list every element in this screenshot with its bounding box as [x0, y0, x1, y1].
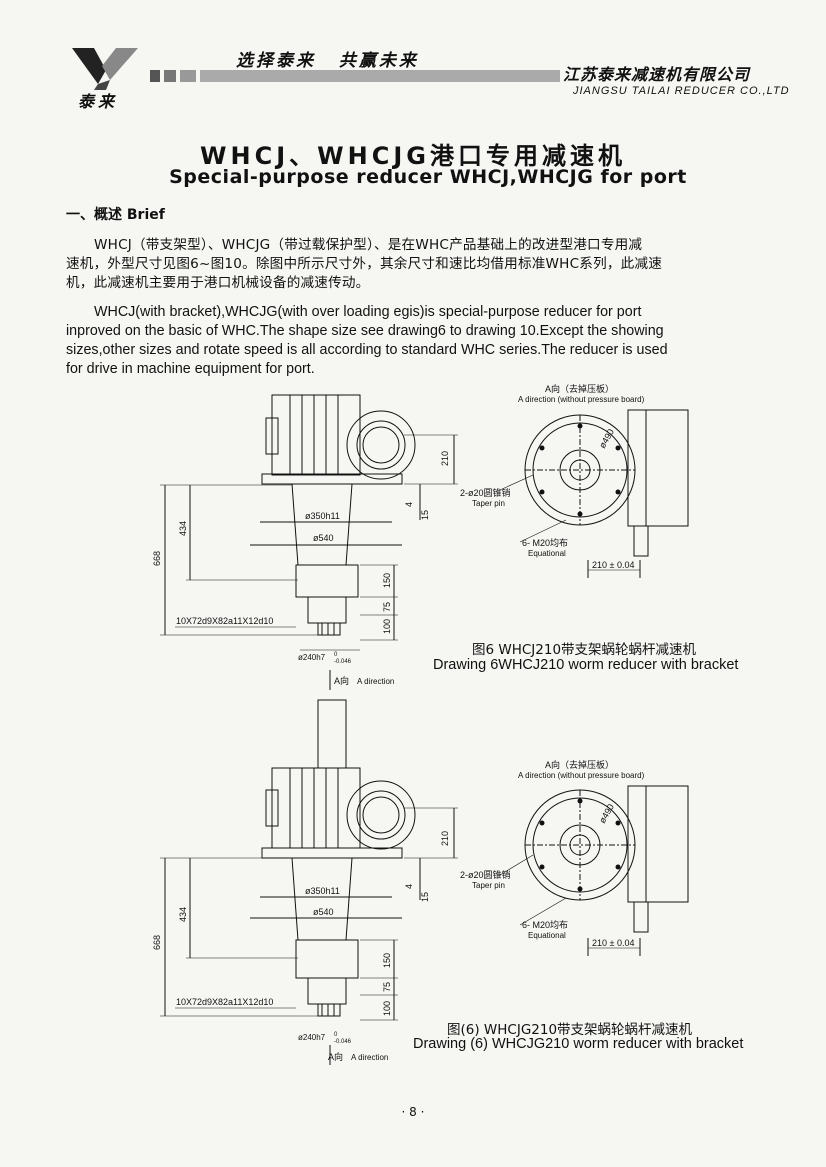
dim-75: 75 — [382, 602, 392, 612]
paragraph-cn-line: WHCJ（带支架型）、WHCJG（带过载保护型）、是在WHC产品基础上的改进型港… — [94, 237, 643, 253]
dim-d350: ø350h11 — [305, 886, 340, 896]
company-name-cn: 江苏泰来减速机有限公司 — [563, 65, 751, 84]
drawing-6g-caption-cn: 图(6) WHCJG210带支架蜗轮蜗杆减速机 — [447, 1022, 693, 1038]
slogan: 选择泰来 共赢未来 — [236, 51, 419, 71]
dim-434: 434 — [178, 521, 188, 536]
dim-210-tol: 210 ± 0.04 — [592, 938, 634, 948]
tol-lo: -0.046 — [334, 659, 352, 665]
a-direction-label-cn: A向（去掉压板） — [545, 759, 614, 770]
dim-15: 15 — [420, 510, 430, 520]
tol-hi: 0 — [334, 1032, 338, 1038]
dim-210-tol: 210 ± 0.04 — [592, 560, 634, 570]
gearbox-housing — [271, 394, 361, 476]
dim-75: 75 — [382, 982, 392, 992]
tol-lo: -0.046 — [334, 1039, 352, 1045]
taper-pin-en: Taper pin — [472, 881, 505, 890]
a-arrow-en: A direction — [351, 1053, 388, 1062]
spline-spec: 10X72d9X82a11X12d10 — [176, 997, 273, 1007]
spline-spec: 10X72d9X82a11X12d10 — [176, 616, 273, 626]
a-direction-label-en: A direction (without pressure board) — [518, 395, 645, 404]
company-name-en: JIANGSU TAILAI REDUCER CO.,LTD — [573, 85, 790, 97]
dim-d490: ø490 — [597, 802, 616, 825]
bolts-en: Equational — [528, 549, 566, 558]
a-direction-label-en: A direction (without pressure board) — [518, 771, 645, 780]
gearbox-housing — [271, 767, 361, 849]
logo-text: 泰来 — [78, 92, 119, 111]
a-arrow-en: A direction — [357, 677, 394, 686]
page-number: · 8 · — [401, 1105, 425, 1119]
dim-150: 150 — [382, 953, 392, 968]
dim-d490: ø490 — [597, 427, 616, 450]
dim-150: 150 — [382, 573, 392, 588]
bolts-en: Equational — [528, 931, 566, 940]
dim-100: 100 — [382, 619, 392, 634]
dim-4: 4 — [404, 884, 414, 889]
a-view-flange — [524, 414, 636, 526]
dim-100: 100 — [382, 1001, 392, 1016]
company-logo — [72, 48, 138, 90]
a-arrow-cn: A向 — [334, 675, 349, 686]
overload-protector — [317, 699, 347, 769]
drawing-6-caption-cn: 图6 WHCJ210带支架蜗轮蜗杆减速机 — [472, 642, 697, 658]
section-heading: 一、概述 Brief — [66, 207, 165, 223]
bolts-cn: 6- M20均布 — [522, 537, 568, 548]
a-direction-label-cn: A向（去掉压板） — [545, 383, 614, 394]
worm-housing — [346, 780, 416, 850]
tol-hi: 0 — [334, 652, 338, 658]
dim-d240: ø240h7 — [298, 1033, 326, 1042]
drawing-6-caption-en: Drawing 6WHCJ210 worm reducer with brack… — [433, 657, 739, 673]
paragraph-en: WHCJ(with bracket),WHCJG(with over loadi… — [66, 303, 788, 379]
a-arrow-cn: A向 — [328, 1051, 343, 1062]
paragraph-cn-line: 机，此减速机主要用于港口机械设备的减速传动。 — [66, 275, 370, 291]
dim-210: 210 — [440, 451, 450, 466]
dim-210: 210 — [440, 831, 450, 846]
paragraph-cn: WHCJ（带支架型）、WHCJG（带过载保护型）、是在WHC产品基础上的改进型港… — [66, 236, 786, 293]
worm-housing — [346, 410, 416, 480]
dim-d350: ø350h11 — [305, 511, 340, 521]
paragraph-cn-line: 速机，外型尺寸见图6~图10。除图中所示尺寸外，其余尺寸和速比均借用标准WHC系… — [66, 256, 663, 272]
dim-d540: ø540 — [313, 907, 334, 917]
page-title-cn: WHCJ、WHCJG港口专用减速机 — [200, 142, 626, 170]
a-view-flange — [524, 789, 636, 901]
page-title-en: Special-purpose reducer WHCJ,WHCJG for p… — [169, 166, 687, 188]
paragraph-en-line: inproved on the basic of WHC.The shape s… — [66, 323, 664, 339]
bolts-cn: 6- M20均布 — [522, 919, 568, 930]
dim-d240: ø240h7 — [298, 653, 326, 662]
dim-4: 4 — [404, 502, 414, 507]
paragraph-en-line: for drive in machine equipment for port. — [66, 361, 315, 377]
dim-668: 668 — [152, 935, 162, 950]
dim-15: 15 — [420, 892, 430, 902]
dim-434: 434 — [178, 907, 188, 922]
taper-pin-cn: 2-ø20圆锥销 — [460, 869, 511, 880]
paragraph-en-line: WHCJ(with bracket),WHCJG(with over loadi… — [94, 304, 642, 320]
drawing-6g-caption-en: Drawing (6) WHCJG210 worm reducer with b… — [413, 1036, 744, 1052]
header-bars — [150, 70, 560, 82]
dim-d540: ø540 — [313, 533, 334, 543]
taper-pin-cn: 2-ø20圆锥销 — [460, 487, 511, 498]
paragraph-en-line: sizes,other sizes and rotate speed is al… — [66, 342, 668, 358]
taper-pin-en: Taper pin — [472, 499, 505, 508]
dim-668: 668 — [152, 551, 162, 566]
